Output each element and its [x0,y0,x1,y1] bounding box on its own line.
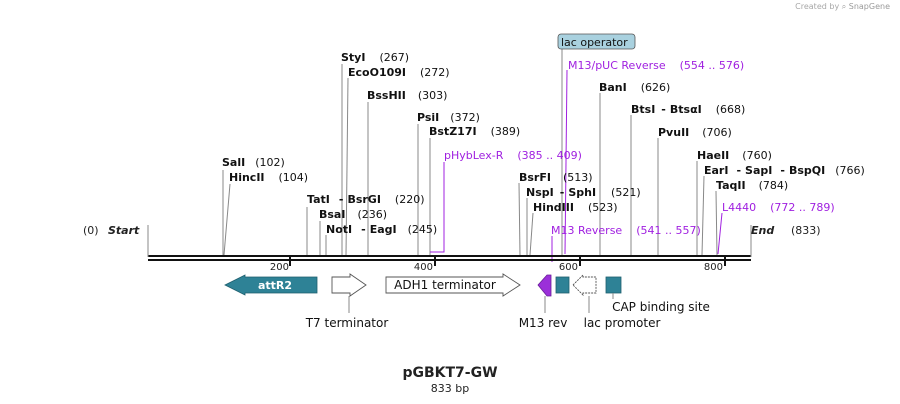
dna-backbone [147,225,752,261]
start-position: (0) [83,224,99,237]
primer-m13-puc-reverse: M13/pUC Reverse(554 .. 576) [568,59,744,72]
site-tati-bsrgi: TatI-BsrGI(220) [307,193,425,206]
adh1-terminator-label: ADH1 terminator [394,278,496,292]
credit-prefix: Created by [795,2,840,11]
site-psii: PsiI(372) [417,111,480,124]
site-leader-lines [222,64,718,256]
m13-rev-label: M13 rev [519,316,568,330]
plasmid-length: 833 bp [430,382,470,395]
site-bstz17i: BstZ17I(389) [429,125,520,138]
primer-l4440: L4440(772 .. 789) [722,201,835,214]
end-label: End [751,224,774,237]
site-pvuii: PvuII(706) [658,126,732,139]
snapgene-logo: ⌕ [841,2,847,11]
primer-leader-lines [430,69,723,262]
adh1-terminator-feature [385,273,521,297]
lac-operator-box [557,33,636,50]
site-ecoo109i: EcoO109I(272) [348,66,450,79]
cap-binding-site-label: CAP binding site [612,300,710,314]
lac-operator-label: lac operator [561,36,628,49]
ruler-labels: 200 400 600 800 [270,262,723,273]
site-hincii: HincII(104) [229,171,308,184]
primer-phyblex-r: pHybLex-R(385 .. 409) [444,149,582,162]
attr2-label: attR2 [258,279,292,292]
features: attR2 T7 terminator ADH1 terminator M13 … [224,273,710,330]
primer-m13-reverse: M13 Reverse(541 .. 557) [551,224,701,237]
backbone-strand-bottom [148,259,751,261]
lac-operator-feature [555,276,570,294]
m13-rev-feature [537,274,552,297]
lac-operator: lac operator [557,33,636,50]
site-bani: BanI(626) [599,81,670,94]
site-eari-sapi-bspqi: EarI-SapI-BspQI(766) [704,164,865,177]
site-haeii: HaeII(760) [697,149,772,162]
start-label: Start [108,224,140,237]
plasmid-title: pGBKT7-GW [402,365,498,381]
lac-promoter-label: lac promoter [584,316,661,330]
credit-brand: SnapGene [848,2,890,11]
primers: pHybLex-R(385 .. 409) M13/pUC Reverse(55… [444,59,835,237]
restriction-sites: SalI(102) HincII(104) TatI-BsrGI(220) Bs… [222,51,865,236]
site-bsrfi: BsrFI(513) [519,171,593,184]
tick-label: 800 [704,262,723,273]
tick-label: 600 [559,262,578,273]
t7-terminator-feature [331,273,367,297]
site-sali: SalI(102) [222,156,285,169]
site-noti-eagi: NotI-EagI(245) [326,223,437,236]
site-bsshii: BssHII(303) [367,89,447,102]
backbone-strand-top [148,255,751,257]
attr2-feature [224,274,318,296]
site-bsai: BsaI(236) [319,208,387,221]
tick-label: 400 [414,262,433,273]
site-taqii: TaqII(784) [716,179,788,192]
site-styi: StyI(267) [341,51,409,64]
snapgene-credit: Created by ⌕ SnapGene [795,2,890,12]
lac-promoter-feature [572,273,597,297]
end-position: (833) [791,224,821,237]
t7-terminator-label: T7 terminator [305,316,389,330]
tick-label: 200 [270,262,289,273]
ruler-ticks [289,257,726,266]
site-nspi-sphi: NspI-SphI(521) [526,186,641,199]
sequence-ends: (0) Start End (833) [83,224,821,237]
site-btsi-btsai: BtsI-BtsαI(668) [631,103,745,116]
cap-binding-site-feature [605,276,622,294]
site-hindiii: HindIII(523) [533,201,618,214]
